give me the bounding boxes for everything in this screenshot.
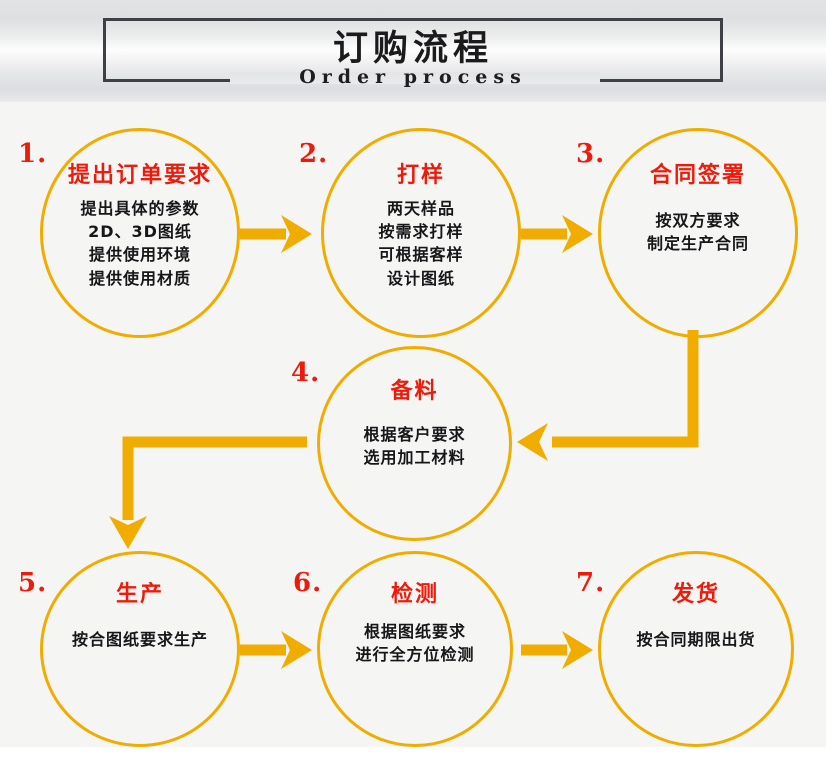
node-index-1: 1. [18,139,48,169]
node-line: 根据图纸要求 [363,622,466,641]
node-body-4: 根据客户要求 选用加工材料 [363,423,465,469]
flow-node-3[interactable]: 合同签署 按双方要求 制定生产合同 [598,128,798,338]
node-index-4: 4. [291,358,321,388]
node-title-7: 发货 [671,582,720,607]
node-line: 提出具体的参数 [80,199,200,218]
node-line: 可根据客样 [378,245,464,265]
flow-node-5[interactable]: 生产 按合图纸要求生产 [40,551,240,747]
flow-node-2[interactable]: 打样 两天样品 按需求打样 可根据客样 设计图纸 [321,128,521,338]
node-body-7: 按合同期限出货 [636,628,755,651]
node-index-5: 5. [18,568,48,598]
node-title-3: 合同签署 [649,163,746,188]
node-index-3: 3. [576,139,606,169]
node-line: 选用加工材料 [363,448,466,468]
node-line: 根据客户要求 [363,425,466,444]
node-title-5: 生产 [115,582,164,607]
node-line: 按双方要求 [655,211,741,230]
node-title-1: 提出订单要求 [67,163,212,188]
node-line: 2D、3D图纸 [88,222,192,242]
node-line: 进行全方位检测 [355,645,475,665]
node-line: 设计图纸 [386,268,455,288]
node-body-3: 按双方要求 制定生产合同 [647,209,749,255]
node-body-6: 根据图纸要求 进行全方位检测 [355,620,474,666]
flow-node-7[interactable]: 发货 按合同期限出货 [598,551,794,747]
page-title-chinese: 订购流程 [332,29,493,69]
node-body-1: 提出具体的参数 2D、3D图纸 提供使用环境 提供使用材质 [80,197,199,290]
node-index-7: 7. [576,568,606,598]
node-line: 制定生产合同 [646,234,749,254]
header-gradient-band [0,0,826,102]
node-body-5: 按合图纸要求生产 [72,628,208,651]
page-title-english: Order process [299,66,527,88]
node-line: 提供使用材质 [88,268,191,288]
node-title-4: 备料 [390,379,439,404]
node-index-2: 2. [299,139,329,169]
node-index-6: 6. [293,568,323,598]
node-line: 按合图纸要求生产 [71,630,208,649]
node-line: 提供使用环境 [88,245,191,265]
flow-node-4[interactable]: 备料 根据客户要求 选用加工材料 [317,346,512,541]
node-line: 按需求打样 [378,222,464,242]
flow-node-1[interactable]: 提出订单要求 提出具体的参数 2D、3D图纸 提供使用环境 提供使用材质 [40,128,240,338]
flow-node-6[interactable]: 检测 根据图纸要求 进行全方位检测 [317,551,513,747]
title-frame-bottom-gap [230,72,600,84]
node-line: 按合同期限出货 [636,630,756,649]
node-body-2: 两天样品 按需求打样 可根据客样 设计图纸 [378,197,463,290]
node-line: 两天样品 [386,199,455,218]
node-title-6: 检测 [390,582,439,607]
node-title-2: 打样 [396,163,445,188]
